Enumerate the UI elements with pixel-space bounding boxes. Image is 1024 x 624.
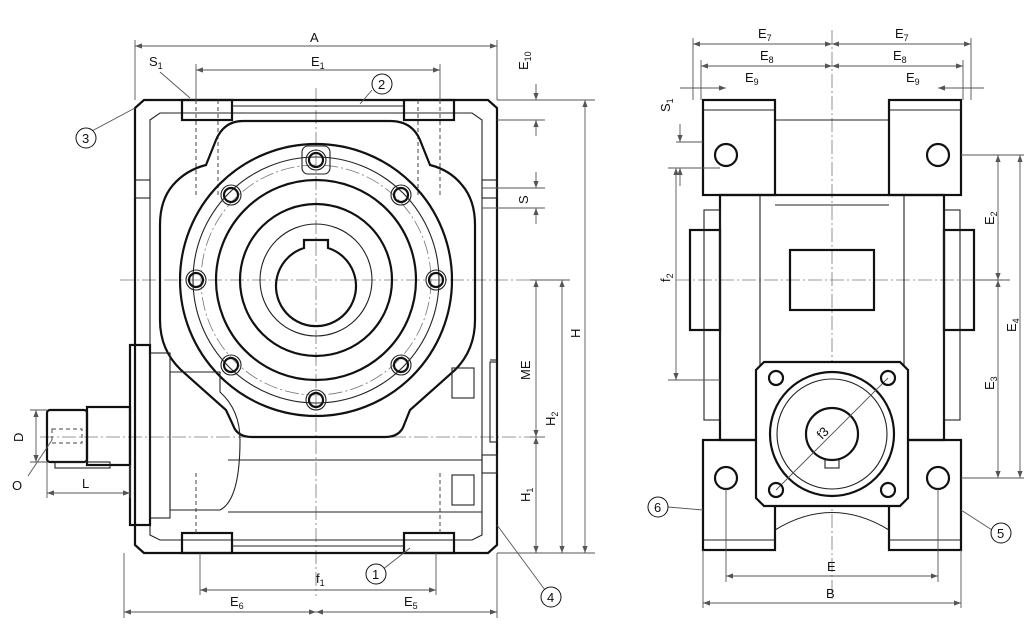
label-E7-left: E7 bbox=[758, 26, 772, 43]
svg-text:6: 6 bbox=[654, 500, 661, 515]
label-E9-right: E9 bbox=[906, 70, 920, 87]
side-view-dimensions bbox=[667, 38, 1024, 608]
label-S: S bbox=[516, 195, 531, 204]
label-S1: S1 bbox=[149, 54, 163, 71]
label-f2: f2 bbox=[658, 273, 675, 282]
front-view-dimensions bbox=[27, 40, 595, 618]
part-callouts: 1 2 3 4 5 6 bbox=[75, 73, 1012, 608]
label-E10: E10 bbox=[516, 51, 533, 70]
label-H: H bbox=[568, 329, 583, 338]
label-O: O bbox=[12, 478, 22, 493]
label-E7-right: E7 bbox=[895, 26, 909, 43]
svg-text:3: 3 bbox=[82, 131, 89, 146]
callout-2: 2 bbox=[371, 73, 393, 95]
label-E4: E4 bbox=[1004, 318, 1021, 332]
callout-6: 6 bbox=[647, 496, 669, 518]
label-ME: ME bbox=[518, 360, 533, 380]
label-S1-side: S1 bbox=[658, 98, 675, 112]
front-view bbox=[27, 40, 595, 618]
label-f1: f1 bbox=[316, 571, 325, 588]
label-E8-left: E8 bbox=[760, 48, 774, 65]
side-view bbox=[667, 30, 1024, 608]
svg-text:2: 2 bbox=[378, 77, 385, 92]
label-E6: E6 bbox=[230, 594, 244, 611]
svg-text:1: 1 bbox=[372, 567, 379, 582]
label-E3: E3 bbox=[982, 376, 999, 390]
callout-3: 3 bbox=[75, 127, 97, 149]
label-E1: E1 bbox=[311, 54, 325, 71]
label-E5: E5 bbox=[404, 594, 418, 611]
callout-4: 4 bbox=[540, 586, 562, 608]
label-E: E bbox=[827, 559, 836, 574]
label-E2: E2 bbox=[982, 211, 999, 225]
label-E9-left: E9 bbox=[745, 70, 759, 87]
callout-5: 5 bbox=[990, 522, 1012, 544]
label-H1: H1 bbox=[518, 488, 535, 502]
label-H2: H2 bbox=[543, 412, 560, 426]
svg-text:5: 5 bbox=[997, 526, 1004, 541]
dimension-labels: A E1 S1 E10 S H ME H2 H1 D O L f1 E6 E5 … bbox=[11, 26, 1021, 611]
label-D: D bbox=[11, 433, 26, 442]
label-E8-right: E8 bbox=[893, 48, 907, 65]
svg-text:4: 4 bbox=[547, 590, 554, 605]
label-B: B bbox=[826, 586, 835, 601]
flange-bolts bbox=[185, 145, 447, 411]
callout-1: 1 bbox=[365, 563, 387, 585]
label-A: A bbox=[310, 30, 319, 45]
label-L: L bbox=[82, 476, 89, 491]
